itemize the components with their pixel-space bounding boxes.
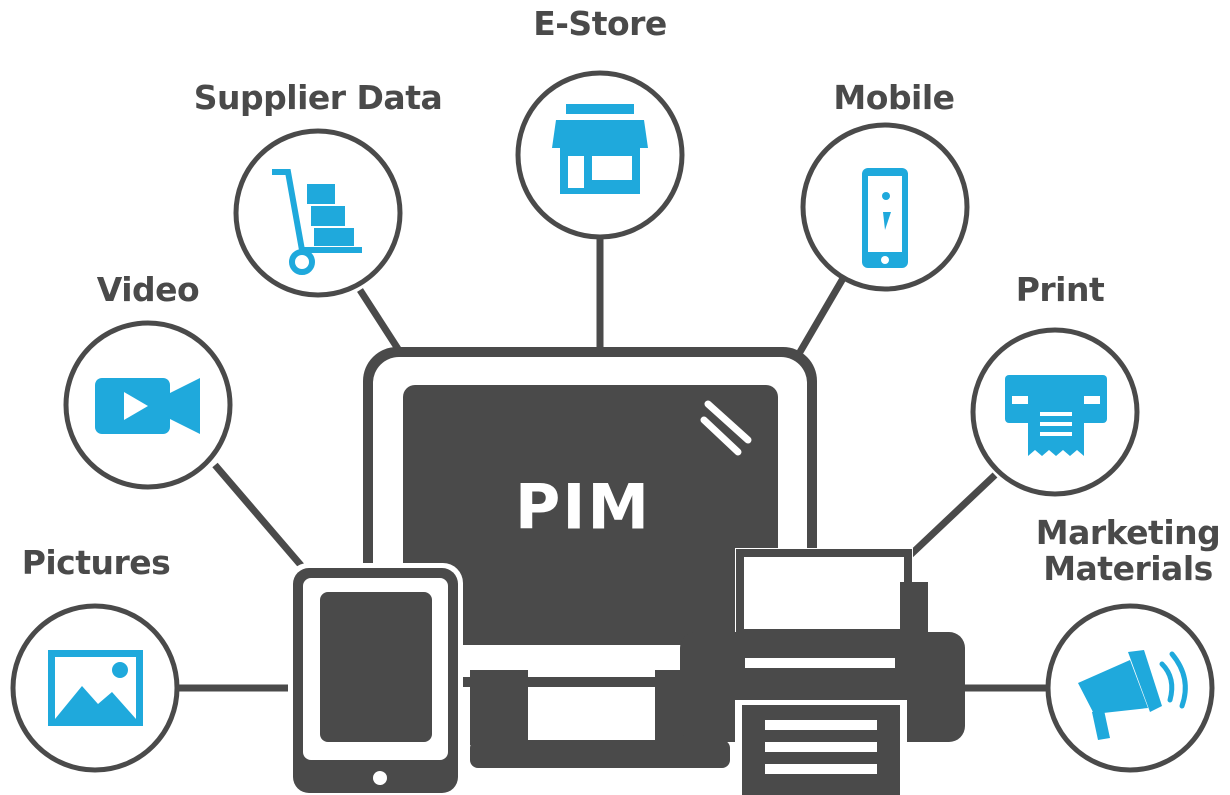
hand-truck-icon — [272, 169, 362, 275]
connector-print — [902, 472, 998, 563]
pim-center-label: PIM — [514, 470, 652, 544]
monitor — [363, 347, 817, 768]
smartphone-icon — [862, 168, 908, 268]
megaphone-icon — [1078, 650, 1188, 740]
printer-icon — [1005, 375, 1107, 456]
node-label-e-store: E-Store — [533, 4, 667, 43]
node-label-print: Print — [1015, 270, 1105, 309]
node-label-pictures: Pictures — [21, 543, 171, 582]
storefront-icon — [552, 104, 648, 194]
connector-supplier-data — [357, 288, 403, 354]
image-icon — [48, 650, 143, 726]
node-label-marketing-line1: Marketing — [1035, 513, 1221, 552]
screen-glare — [704, 400, 752, 444]
connector-video — [212, 462, 308, 573]
video-camera-icon — [95, 378, 200, 434]
connector-lines — [175, 238, 1048, 692]
connector-mobile — [796, 273, 849, 354]
node-label-marketing-materials: Marketing Materials — [1035, 513, 1221, 589]
node-label-video: Video — [96, 270, 200, 309]
node-label-marketing-line2: Materials — [1043, 549, 1213, 589]
printer-device — [680, 548, 965, 795]
node-label-supplier-data: Supplier Data — [193, 78, 443, 117]
node-label-mobile: Mobile — [833, 78, 955, 117]
tablet — [288, 563, 463, 795]
